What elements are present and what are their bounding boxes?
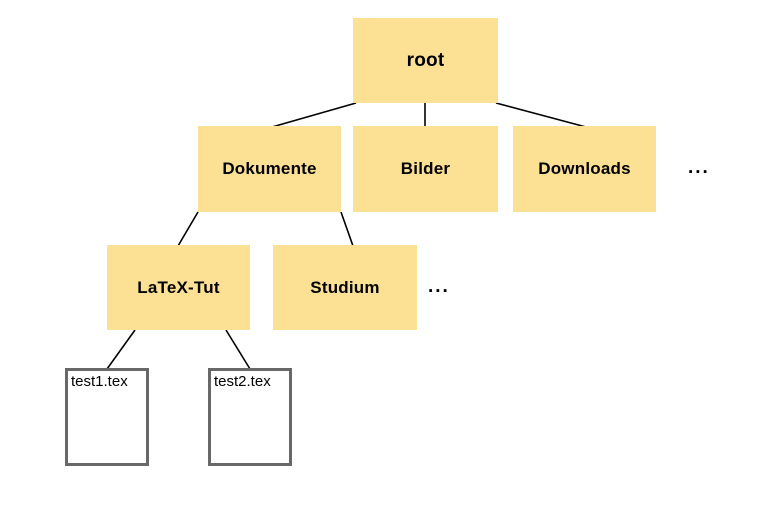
- node-dokumente: Dokumente: [198, 126, 341, 212]
- edge-dokumente-studium: [340, 211, 354, 247]
- edge-latextut-test1: [106, 329, 136, 370]
- node-downloads: Downloads: [513, 126, 656, 212]
- node-latex-tut: LaTeX-Tut: [107, 245, 250, 330]
- node-bilder-label: Bilder: [400, 159, 451, 178]
- ellipsis-level3: ...: [428, 276, 450, 297]
- node-downloads-label: Downloads: [538, 159, 631, 178]
- node-test2-file: test2.tex: [208, 368, 292, 466]
- node-test2-label: test2.tex: [214, 373, 271, 390]
- edge-latextut-test2: [225, 329, 251, 370]
- node-test1-label: test1.tex: [71, 373, 128, 390]
- edge-root-downloads: [495, 102, 587, 128]
- node-root-label: root: [406, 49, 445, 71]
- edge-dokumente-latextut: [177, 211, 199, 247]
- ellipsis-level2: ...: [688, 157, 710, 178]
- node-test1-file: test1.tex: [65, 368, 149, 466]
- node-bilder: Bilder: [353, 126, 498, 212]
- node-root: root: [353, 18, 498, 103]
- node-studium: Studium: [273, 245, 417, 330]
- node-dokumente-label: Dokumente: [222, 159, 317, 178]
- edge-root-dokumente: [271, 102, 357, 128]
- node-latex-tut-label: LaTeX-Tut: [137, 277, 220, 297]
- node-studium-label: Studium: [310, 277, 380, 297]
